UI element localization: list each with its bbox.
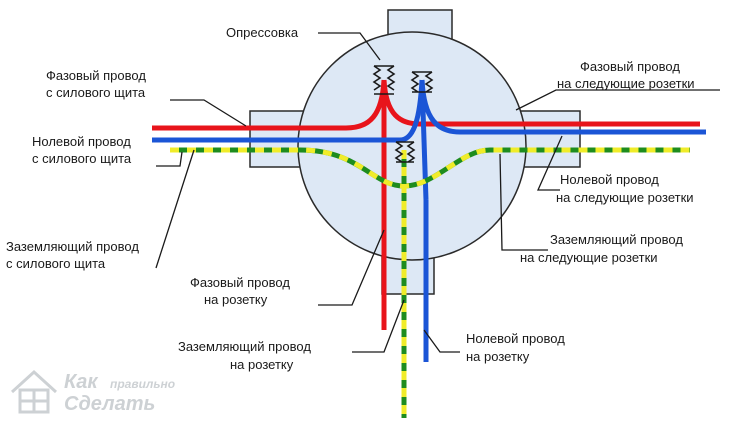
leader-ground-socket xyxy=(352,299,405,353)
label-ground-in-1: Заземляющий провод xyxy=(6,239,139,254)
leader-lines xyxy=(155,32,720,353)
sleeve-right xyxy=(515,110,581,168)
wire-ground xyxy=(170,147,690,418)
labels: Опрессовка Фазовый провод с силового щит… xyxy=(6,25,695,372)
label-neutral-in-1: Нолевой провод xyxy=(32,134,131,149)
label-ground-next-2: на следующие розетки xyxy=(520,250,658,265)
label-ground-next-1: Заземляющий провод xyxy=(550,232,683,247)
label-ground-socket-1: Заземляющий провод xyxy=(178,339,311,354)
leader-phase-socket xyxy=(318,229,385,306)
label-neutral-next-2: на следующие розетки xyxy=(556,190,694,205)
label-ground-in-2: с силового щита xyxy=(6,256,106,271)
label-phase-socket-2: на розетку xyxy=(204,292,268,307)
leader-neutral-in xyxy=(156,151,183,167)
box-body xyxy=(297,31,527,261)
crimp-connectors xyxy=(372,65,434,163)
leader-ground-next xyxy=(499,153,548,251)
label-neutral-socket-1: Нолевой провод xyxy=(466,331,565,346)
label-ground-socket-2: на розетку xyxy=(230,357,294,372)
label-phase-next-1: Фазовый провод xyxy=(580,59,680,74)
watermark-line1-small: правильно xyxy=(110,377,175,391)
label-phase-in-2: с силового щита xyxy=(46,85,146,100)
watermark-line1: Как xyxy=(64,371,98,393)
leader-phase-in xyxy=(170,99,247,127)
leader-neutral-next xyxy=(536,135,563,191)
leader-phase-next xyxy=(515,89,720,111)
label-neutral-next-1: Нолевой провод xyxy=(560,172,659,187)
label-neutral-socket-2: на розетку xyxy=(466,349,530,364)
watermark-line2: Сделать xyxy=(64,393,155,415)
label-phase-socket-1: Фазовый провод xyxy=(190,275,290,290)
leader-neutral-socket xyxy=(423,329,460,353)
leader-crimp xyxy=(318,32,381,61)
label-crimp: Опрессовка xyxy=(226,25,299,40)
label-neutral-in-2: с силового щита xyxy=(32,151,132,166)
crimp-neutral xyxy=(410,71,434,93)
label-phase-next-2: на следующие розетки xyxy=(557,76,695,91)
leader-ground-in xyxy=(155,149,195,269)
house-icon xyxy=(10,369,58,414)
watermark-logo: Как правильно Сделать xyxy=(10,369,175,415)
label-phase-in-1: Фазовый провод xyxy=(46,68,146,83)
crimp-ground xyxy=(394,141,416,163)
crimp-phase xyxy=(372,65,396,95)
